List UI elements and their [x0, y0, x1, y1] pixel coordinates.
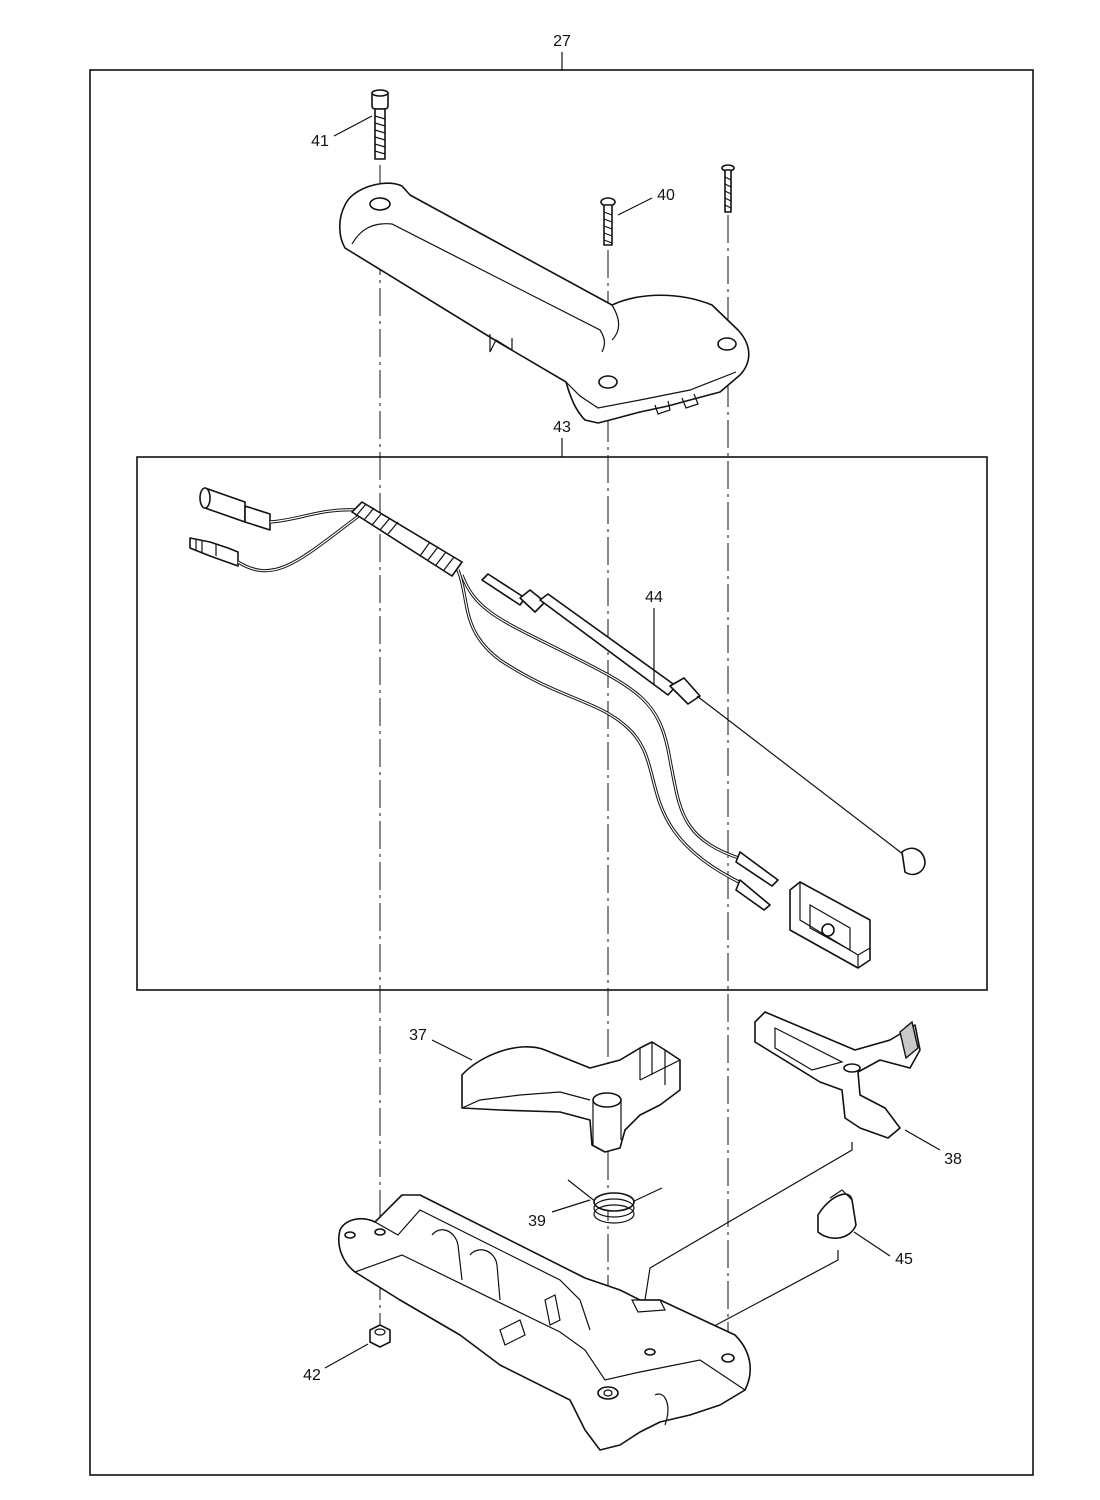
label-42: 42	[303, 1367, 321, 1384]
lower-handle-housing	[338, 1194, 751, 1451]
label-38: 38	[944, 1151, 962, 1168]
stop-switch	[789, 881, 871, 969]
leader-37	[431, 1039, 473, 1061]
label-44: 44	[645, 589, 663, 606]
leaders-lower	[644, 1142, 853, 1341]
leader-39	[551, 1199, 591, 1213]
label-27: 27	[553, 33, 571, 50]
leader-45	[853, 1231, 891, 1257]
label-43: 43	[553, 419, 571, 436]
screw-right	[721, 164, 735, 213]
lever-cap-45	[817, 1189, 857, 1239]
upper-handle-cover	[338, 182, 750, 424]
throttle-trigger-37	[461, 1041, 681, 1153]
wires-left	[237, 508, 361, 573]
label-40: 40	[657, 187, 675, 204]
throttle-cable-44	[481, 573, 926, 876]
nut-42	[369, 1324, 391, 1348]
screw-41	[371, 89, 389, 160]
switch-wires	[456, 569, 779, 911]
leader-40	[617, 197, 653, 216]
leader-38	[904, 1129, 941, 1151]
label-45: 45	[895, 1251, 913, 1268]
lock-lever-38	[754, 1011, 921, 1139]
wire-connectors	[189, 487, 271, 567]
screw-40	[600, 197, 616, 246]
kit-frame	[136, 456, 988, 991]
leader-41	[333, 115, 373, 137]
coil-sleeve	[351, 501, 463, 577]
label-41: 41	[311, 133, 329, 150]
label-39: 39	[528, 1213, 546, 1230]
torsion-spring-39	[567, 1179, 663, 1224]
label-37: 37	[409, 1027, 427, 1044]
leader-42	[324, 1343, 369, 1369]
